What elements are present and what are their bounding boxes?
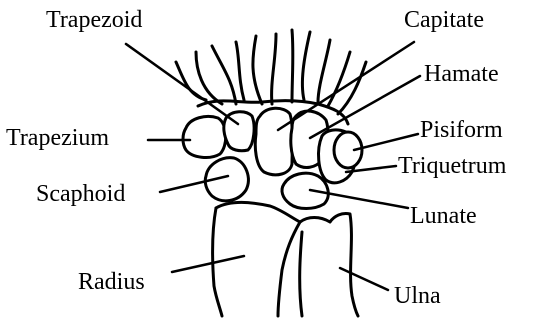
label-trapezoid: Trapezoid: [46, 8, 142, 32]
metacarpal-2-b: [236, 42, 244, 100]
ulna-bone: [300, 213, 358, 316]
radius-leader: [172, 256, 244, 272]
label-hamate: Hamate: [424, 62, 499, 86]
metacarpal-3-b: [272, 34, 276, 104]
metacarpal-4: [292, 30, 293, 102]
label-lunate: Lunate: [410, 204, 477, 228]
label-trapezium: Trapezium: [6, 126, 109, 150]
label-capitate: Capitate: [404, 8, 484, 32]
trapezium-bone: [183, 116, 226, 157]
pisiform-leader: [354, 134, 418, 150]
capitate-bone: [255, 108, 292, 175]
metacarpal-3: [253, 36, 262, 104]
label-pisiform: Pisiform: [420, 118, 503, 142]
label-ulna: Ulna: [394, 284, 441, 308]
trapezoid-leader: [126, 44, 238, 124]
metacarpal-2: [212, 46, 236, 104]
ulna-leader: [340, 268, 388, 290]
label-triquetrum: Triquetrum: [398, 154, 506, 178]
metacarpal-5: [318, 40, 330, 102]
metacarpal-4-b: [302, 32, 310, 100]
label-scaphoid: Scaphoid: [36, 182, 125, 206]
ulna-inner-edge: [300, 232, 302, 316]
metacarpal-5-b: [328, 52, 350, 106]
label-radius: Radius: [78, 270, 145, 294]
